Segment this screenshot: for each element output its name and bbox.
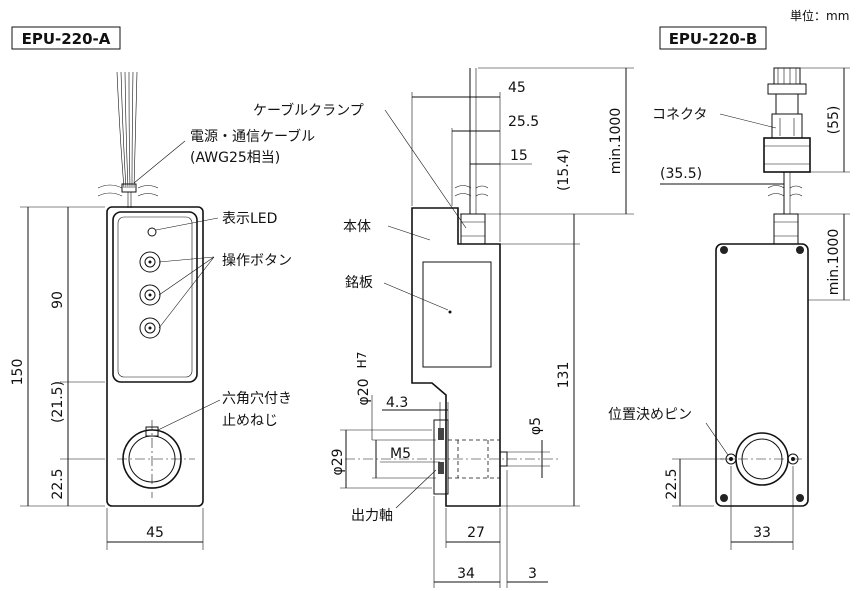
label-buttons: 操作ボタン <box>222 253 292 269</box>
cable-wires-a <box>97 71 159 208</box>
dim-s-min1000: min.1000 <box>608 108 624 174</box>
cable-clamp-icon <box>454 68 489 245</box>
dim-a-45: 45 <box>146 525 164 541</box>
dim-s-15: 15 <box>510 148 528 164</box>
dim-b-35-5: (35.5) <box>660 166 702 182</box>
view-epu-220-a: EPU-220-A <box>10 26 315 550</box>
label-nameplate: 銘板 <box>345 275 373 291</box>
dim-s-phi20-tol: H7 <box>355 352 369 369</box>
dim-b-min1000: min.1000 <box>826 229 842 295</box>
locating-pin-right-icon <box>787 453 799 465</box>
output-shaft-a <box>117 420 195 498</box>
model-b-label: EPU-220-B <box>669 30 758 48</box>
label-set-screw-2: 止めねじ <box>222 413 278 429</box>
dim-s-27: 27 <box>467 525 485 541</box>
dim-a-22-5: 22.5 <box>50 468 66 499</box>
dim-s-25-5: 25.5 <box>508 114 539 130</box>
label-m5: M5 <box>390 446 411 462</box>
body-side <box>411 207 501 507</box>
model-a-box <box>11 26 121 50</box>
button-3-icon <box>139 317 161 339</box>
dim-a-90: 90 <box>50 291 66 309</box>
view-side: 本体 銘板 ケーブルクランプ 出力軸 45 25.5 15 min.1000 (… <box>253 67 634 588</box>
locating-pin-left-icon <box>725 453 737 465</box>
label-locating-pin: 位置決めピン <box>608 407 692 423</box>
dim-b-55: (55) <box>826 106 842 135</box>
model-a-label: EPU-220-A <box>22 30 111 48</box>
dim-a-21-5: (21.5) <box>50 381 66 423</box>
label-output-shaft: 出力軸 <box>351 508 393 524</box>
panel-inner-a <box>117 216 193 378</box>
unit-note: 単位：mm <box>790 8 849 23</box>
view-epu-220-b: EPU-220-B コネクタ <box>608 26 850 550</box>
dim-s-15-4: (15.4) <box>556 149 572 191</box>
button-1-icon <box>139 251 161 273</box>
cable-clamp-b <box>773 213 799 245</box>
label-power-cable: 電源・通信ケーブル <box>190 128 315 145</box>
connector-icon <box>763 67 811 214</box>
body-b <box>715 243 809 507</box>
button-2-icon <box>139 284 161 306</box>
label-cable-clamp: ケーブルクランプ <box>253 102 364 119</box>
dim-s-phi5: φ5 <box>528 417 544 435</box>
dim-s-3: 3 <box>528 566 537 582</box>
dim-s-4-3: 4.3 <box>386 395 408 411</box>
dim-s-34: 34 <box>457 566 475 582</box>
label-body: 本体 <box>343 219 371 235</box>
nameplate-side <box>422 261 492 368</box>
dim-s-45: 45 <box>508 80 526 96</box>
dim-b-22-5: 22.5 <box>664 468 680 499</box>
model-b-box <box>659 26 767 50</box>
dim-s-phi20: φ20 <box>356 378 372 405</box>
dim-b-33: 33 <box>753 525 771 541</box>
dim-s-phi29: φ29 <box>330 448 346 475</box>
label-connector: コネクタ <box>652 107 707 123</box>
panel-outer-a <box>112 211 198 383</box>
led-icon <box>147 227 157 237</box>
dim-s-131: 131 <box>556 362 572 389</box>
label-set-screw-1: 六角穴付き <box>222 391 292 407</box>
label-awg: (AWG25相当) <box>190 150 280 166</box>
dim-a-150: 150 <box>10 359 26 386</box>
label-led: 表示LED <box>222 211 277 227</box>
body-a <box>106 206 204 507</box>
